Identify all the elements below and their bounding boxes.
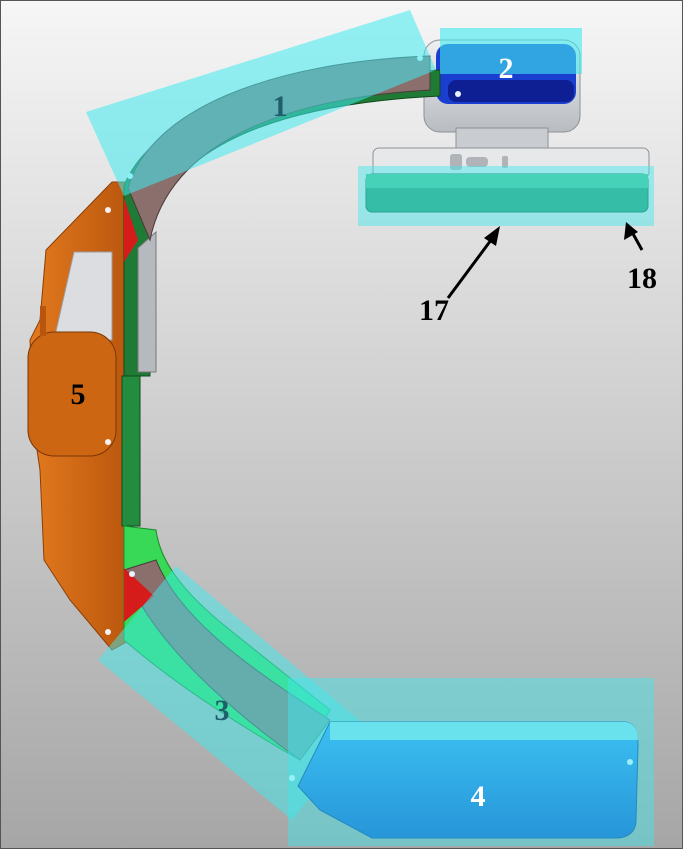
label-part-4: 4 bbox=[471, 780, 486, 813]
highlight-region-3 bbox=[98, 566, 366, 820]
red-accent-upper bbox=[124, 198, 138, 262]
screw-marker bbox=[105, 439, 111, 445]
label-part-1: 1 bbox=[273, 90, 288, 123]
tube-neck bbox=[455, 127, 549, 151]
arrow-18-head bbox=[624, 222, 638, 240]
label-part-17: 17 bbox=[419, 294, 449, 327]
collimator-filter-top bbox=[366, 174, 648, 188]
arrow-18-shaft bbox=[630, 231, 644, 251]
collimator-slot bbox=[502, 156, 508, 168]
arrow-18 bbox=[624, 222, 644, 251]
screw-marker bbox=[105, 207, 111, 213]
screw-marker bbox=[289, 775, 295, 781]
upper-arc-panel bbox=[86, 10, 436, 262]
detector-top-edge bbox=[330, 722, 638, 740]
highlight-region-1 bbox=[86, 10, 436, 196]
screw-marker bbox=[105, 629, 111, 635]
collimator-slot bbox=[466, 157, 488, 167]
highlight-region-2 bbox=[440, 28, 582, 74]
arrow-17-head bbox=[484, 226, 500, 246]
arrow-17-shaft bbox=[446, 235, 496, 299]
tube-blue-shadow bbox=[448, 80, 574, 102]
label-part-5: 5 bbox=[71, 378, 86, 411]
highlight-region-filter bbox=[358, 166, 654, 226]
orange-handle-block bbox=[27, 331, 117, 457]
label-part-2: 2 bbox=[499, 52, 514, 85]
screw-marker bbox=[627, 759, 633, 765]
label-part-18: 18 bbox=[627, 262, 657, 295]
rail-slider bbox=[137, 230, 157, 373]
collimator-slot bbox=[450, 154, 462, 170]
label-part-3: 3 bbox=[215, 694, 230, 727]
lower-arc-panel bbox=[98, 559, 366, 820]
detector-assembly bbox=[288, 678, 654, 846]
screw-marker bbox=[129, 571, 135, 577]
orange-handle-tab bbox=[40, 306, 46, 336]
orange-support-frame bbox=[27, 181, 131, 651]
orange-frame-window bbox=[53, 251, 113, 341]
red-accent-lower bbox=[124, 568, 154, 622]
highlight-region-4 bbox=[288, 678, 654, 846]
middle-rail bbox=[121, 375, 141, 527]
screw-marker bbox=[455, 91, 461, 97]
arrow-17 bbox=[446, 226, 500, 299]
